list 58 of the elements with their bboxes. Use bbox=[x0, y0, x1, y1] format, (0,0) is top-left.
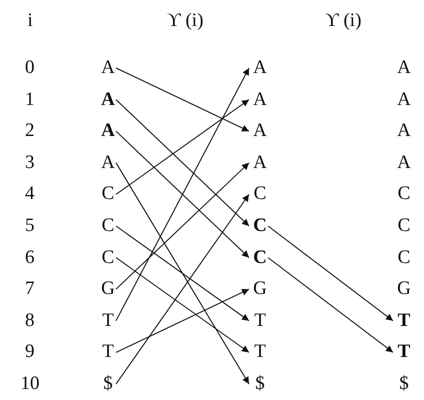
sequence-letter: A bbox=[251, 120, 269, 142]
sequence-letter: C bbox=[395, 183, 413, 206]
arrow bbox=[268, 257, 394, 353]
sequence-letter: A bbox=[99, 57, 117, 79]
row-index: 10 bbox=[20, 373, 40, 395]
sequence-letter: A bbox=[395, 152, 413, 174]
sequence-letter: T bbox=[395, 310, 413, 332]
row-index: 8 bbox=[25, 310, 34, 332]
sequence-letter: A bbox=[99, 88, 117, 111]
sequence-letter: $ bbox=[251, 373, 269, 395]
sequence-letter: C bbox=[251, 215, 269, 237]
sequence-letter: T bbox=[99, 310, 117, 332]
sequence-letter: C bbox=[395, 246, 413, 269]
row-index: 0 bbox=[25, 57, 34, 79]
sequence-letter: A bbox=[251, 152, 269, 174]
sequence-letter: T bbox=[251, 310, 269, 332]
row-index: 5 bbox=[25, 215, 34, 237]
sequence-letter: A bbox=[395, 120, 413, 142]
row-index: 1 bbox=[25, 88, 34, 111]
sequence-letter: T bbox=[99, 341, 117, 364]
arrow bbox=[116, 99, 250, 226]
sequence-letter: G bbox=[251, 278, 269, 300]
arrow bbox=[116, 226, 250, 322]
sequence-letter: $ bbox=[395, 373, 413, 395]
arrow bbox=[116, 68, 250, 322]
column-header: ϒ (i) bbox=[167, 10, 204, 32]
arrow bbox=[116, 257, 250, 353]
sequence-letter: C bbox=[99, 183, 117, 206]
sequence-letter: A bbox=[251, 57, 269, 79]
arrow bbox=[116, 288, 250, 353]
row-index: 6 bbox=[25, 246, 34, 269]
sequence-letter: A bbox=[395, 57, 413, 79]
sequence-letter: A bbox=[395, 88, 413, 111]
row-index: 3 bbox=[25, 152, 34, 174]
column-header: ϒ (i) bbox=[325, 10, 362, 32]
row-index: 9 bbox=[25, 341, 34, 364]
sequence-letter: C bbox=[251, 246, 269, 269]
arrow bbox=[116, 162, 250, 290]
sequence-letter: A bbox=[99, 120, 117, 142]
sequence-letter: G bbox=[99, 278, 117, 300]
row-index: 4 bbox=[25, 183, 34, 206]
sequence-letter: C bbox=[395, 215, 413, 237]
sequence-letter: A bbox=[99, 152, 117, 174]
column-header: i bbox=[28, 10, 33, 32]
sequence-letter: T bbox=[395, 341, 413, 364]
arrow bbox=[116, 130, 250, 258]
sequence-letter: C bbox=[99, 215, 117, 237]
sequence-letter: G bbox=[395, 278, 413, 300]
row-index: 7 bbox=[25, 278, 34, 300]
sequence-letter: C bbox=[99, 246, 117, 269]
sequence-letter: T bbox=[251, 341, 269, 364]
row-index: 2 bbox=[25, 120, 34, 142]
arrow bbox=[116, 68, 250, 132]
arrow bbox=[268, 226, 394, 322]
sequence-letter: $ bbox=[99, 373, 117, 395]
sequence-letter: C bbox=[251, 183, 269, 206]
sequence-letter: A bbox=[251, 88, 269, 111]
arrow bbox=[116, 99, 250, 195]
